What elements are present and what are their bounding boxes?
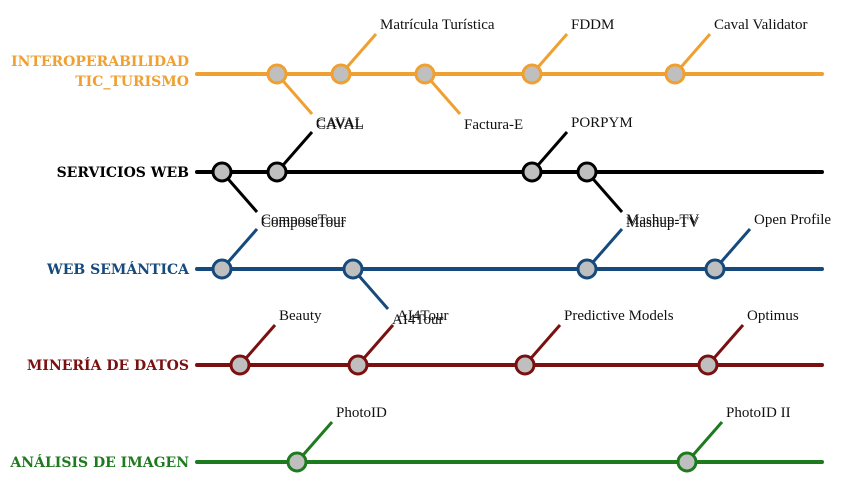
- node-label: ComposeTour: [261, 212, 346, 228]
- node-marker: [347, 354, 369, 376]
- node-label: Open Profile: [754, 212, 831, 228]
- lane-title: WEB SEMÁNTICA: [46, 260, 190, 278]
- node-label: Beauty: [279, 308, 322, 324]
- lane-servicios: SERVICIOS WEB ComposeTour CAVAL PORPYM Mashu…: [57, 115, 824, 231]
- lane-title: ANÁLISIS DE IMAGEN: [9, 453, 189, 471]
- lane-imagen: ANÁLISIS DE IMAGEN PhotoID PhotoID II: [9, 405, 824, 473]
- node-marker: [676, 451, 698, 473]
- node-label: PORPYM: [571, 115, 633, 131]
- lane-title: SERVICIOS WEB: [57, 165, 190, 181]
- node-label: Optimus: [747, 308, 799, 324]
- node-marker: [266, 63, 288, 85]
- node-label: AI4Tour: [392, 312, 443, 328]
- node-label: FDDM: [571, 17, 614, 33]
- node-marker: [229, 354, 251, 376]
- node-label: CAVAL: [316, 117, 364, 133]
- node-label: PhotoID II: [726, 405, 791, 421]
- node-label: Matrícula Turística: [380, 17, 495, 33]
- node-label: AI4Tour: [397, 308, 448, 324]
- node-marker: [414, 63, 436, 85]
- lane-interop: INTEROPERABILIDAD TIC_TURISMO CAVAL Matrícu…: [11, 17, 824, 133]
- node-marker: [521, 161, 543, 183]
- lane-title: TIC_TURISMO: [75, 74, 189, 90]
- node-label: PhotoID: [336, 405, 387, 421]
- node-marker: [342, 258, 364, 280]
- node-marker: [704, 258, 726, 280]
- node-label: ComposeTour: [261, 215, 346, 231]
- node-marker: [514, 354, 536, 376]
- node-marker: [697, 354, 719, 376]
- node-marker: [576, 258, 598, 280]
- node-marker: [576, 161, 598, 183]
- lane-title: INTEROPERABILIDAD: [11, 54, 189, 70]
- lane-title: MINERÍA DE DATOS: [27, 356, 189, 374]
- node-marker: [664, 63, 686, 85]
- node-marker: [521, 63, 543, 85]
- node-marker: [211, 161, 233, 183]
- node-label: Mashup-TV: [626, 215, 699, 231]
- node-marker: [266, 161, 288, 183]
- node-marker: [286, 451, 308, 473]
- node-label: Caval Validator: [714, 17, 807, 33]
- lane-mineria: MINERÍA DE DATOS Beauty AI4Tour Predictive …: [27, 308, 824, 376]
- node-label: Factura-E: [464, 117, 523, 133]
- node-label: Mashup-TV: [626, 212, 699, 228]
- node-marker: [330, 63, 352, 85]
- node-marker: [211, 258, 233, 280]
- node-label: CAVAL: [316, 115, 364, 131]
- node-label: Predictive Models: [564, 308, 674, 324]
